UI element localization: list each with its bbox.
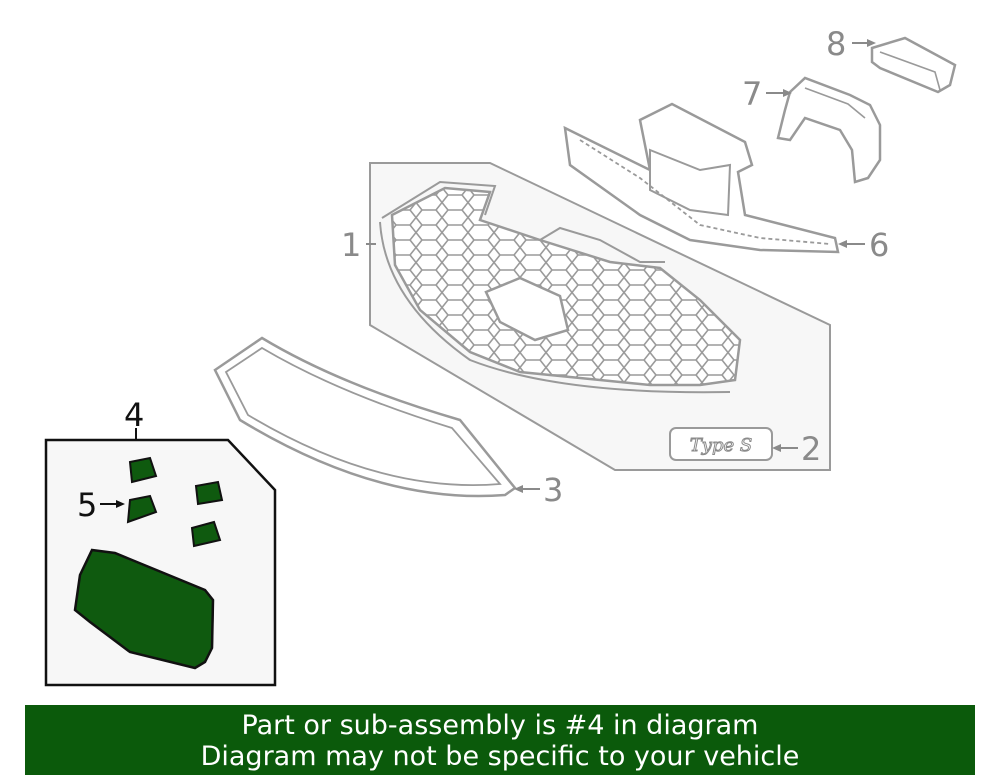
callout-1: 1 bbox=[341, 226, 361, 264]
clip-icon bbox=[190, 520, 222, 548]
side-bracket-icon bbox=[776, 76, 882, 184]
banner-line-1: Part or sub-assembly is #4 in diagram bbox=[241, 710, 759, 741]
callout-6: 6 bbox=[869, 226, 889, 264]
callout-7: 7 bbox=[742, 75, 762, 113]
banner-line-2: Diagram may not be specific to your vehi… bbox=[200, 741, 800, 772]
info-banner: Part or sub-assembly is #4 in diagram Di… bbox=[25, 705, 975, 775]
clip-icon bbox=[126, 494, 158, 524]
callout-4: 4 bbox=[124, 396, 144, 434]
callout-8: 8 bbox=[826, 25, 846, 63]
callout-3: 3 bbox=[543, 471, 563, 509]
clip-icon bbox=[128, 456, 158, 484]
clip-icon bbox=[194, 480, 224, 506]
emblem-text: Type S bbox=[690, 435, 752, 456]
type-s-emblem-icon: Type S bbox=[669, 427, 773, 461]
grille-molding-icon bbox=[213, 336, 517, 498]
end-bracket-icon bbox=[870, 36, 957, 94]
upper-support-bracket-icon bbox=[563, 102, 840, 254]
callout-5: 5 bbox=[77, 486, 97, 524]
grille-garnish-icon bbox=[73, 548, 215, 670]
leader-lines bbox=[100, 39, 876, 508]
callout-2: 2 bbox=[801, 430, 821, 468]
